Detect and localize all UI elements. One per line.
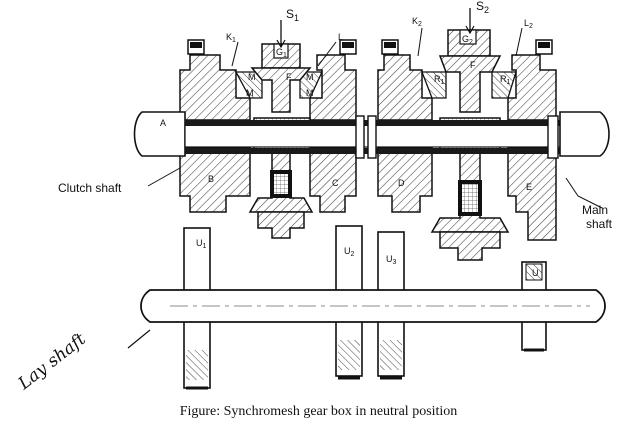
label-r1-left: R1: [434, 74, 445, 86]
label-s2: S2: [476, 0, 489, 15]
label-m2: M: [246, 88, 254, 98]
label-l2: L2: [524, 18, 533, 30]
label-main-shaft-1: Main: [582, 203, 608, 217]
label-c: C: [332, 178, 339, 188]
lay-shaft-assembly: [127, 225, 606, 390]
label-m4: M: [306, 88, 314, 98]
label-u3: U3: [386, 254, 397, 266]
label-g1: G1: [276, 47, 287, 59]
label-s1: S1: [286, 7, 299, 23]
label-u4: U: [532, 268, 539, 278]
right-gear-assembly: [377, 8, 557, 261]
label-a: A: [160, 118, 166, 128]
label-e: E: [526, 182, 532, 192]
main-shaft-line: [133, 111, 610, 159]
label-l1: L: [338, 32, 343, 42]
label-d: D: [398, 178, 405, 188]
label-lay-shaft: Lay shaft: [14, 329, 90, 394]
clutch-shaft-a: [133, 111, 186, 157]
label-u2: U2: [344, 246, 355, 258]
label-g2: G2: [462, 34, 473, 46]
figure-caption: Figure: Synchromesh gear box in neutral …: [179, 404, 458, 419]
label-clutch-shaft: Clutch shaft: [58, 181, 122, 195]
main-shaft-output: [559, 111, 610, 157]
label-k1: K1: [226, 32, 236, 44]
label-f2: F: [470, 60, 476, 70]
label-k2: K2: [412, 16, 422, 28]
label-m1: M: [248, 72, 256, 82]
label-b: B: [208, 174, 214, 184]
label-r1-right: R1: [500, 74, 511, 86]
label-main-shaft-2: shaft: [586, 217, 613, 231]
label-f1: F: [286, 72, 292, 82]
gear-d: [377, 54, 433, 213]
label-m3: M: [306, 72, 314, 82]
leader-lines: [147, 27, 603, 209]
label-u1: U1: [196, 238, 207, 250]
